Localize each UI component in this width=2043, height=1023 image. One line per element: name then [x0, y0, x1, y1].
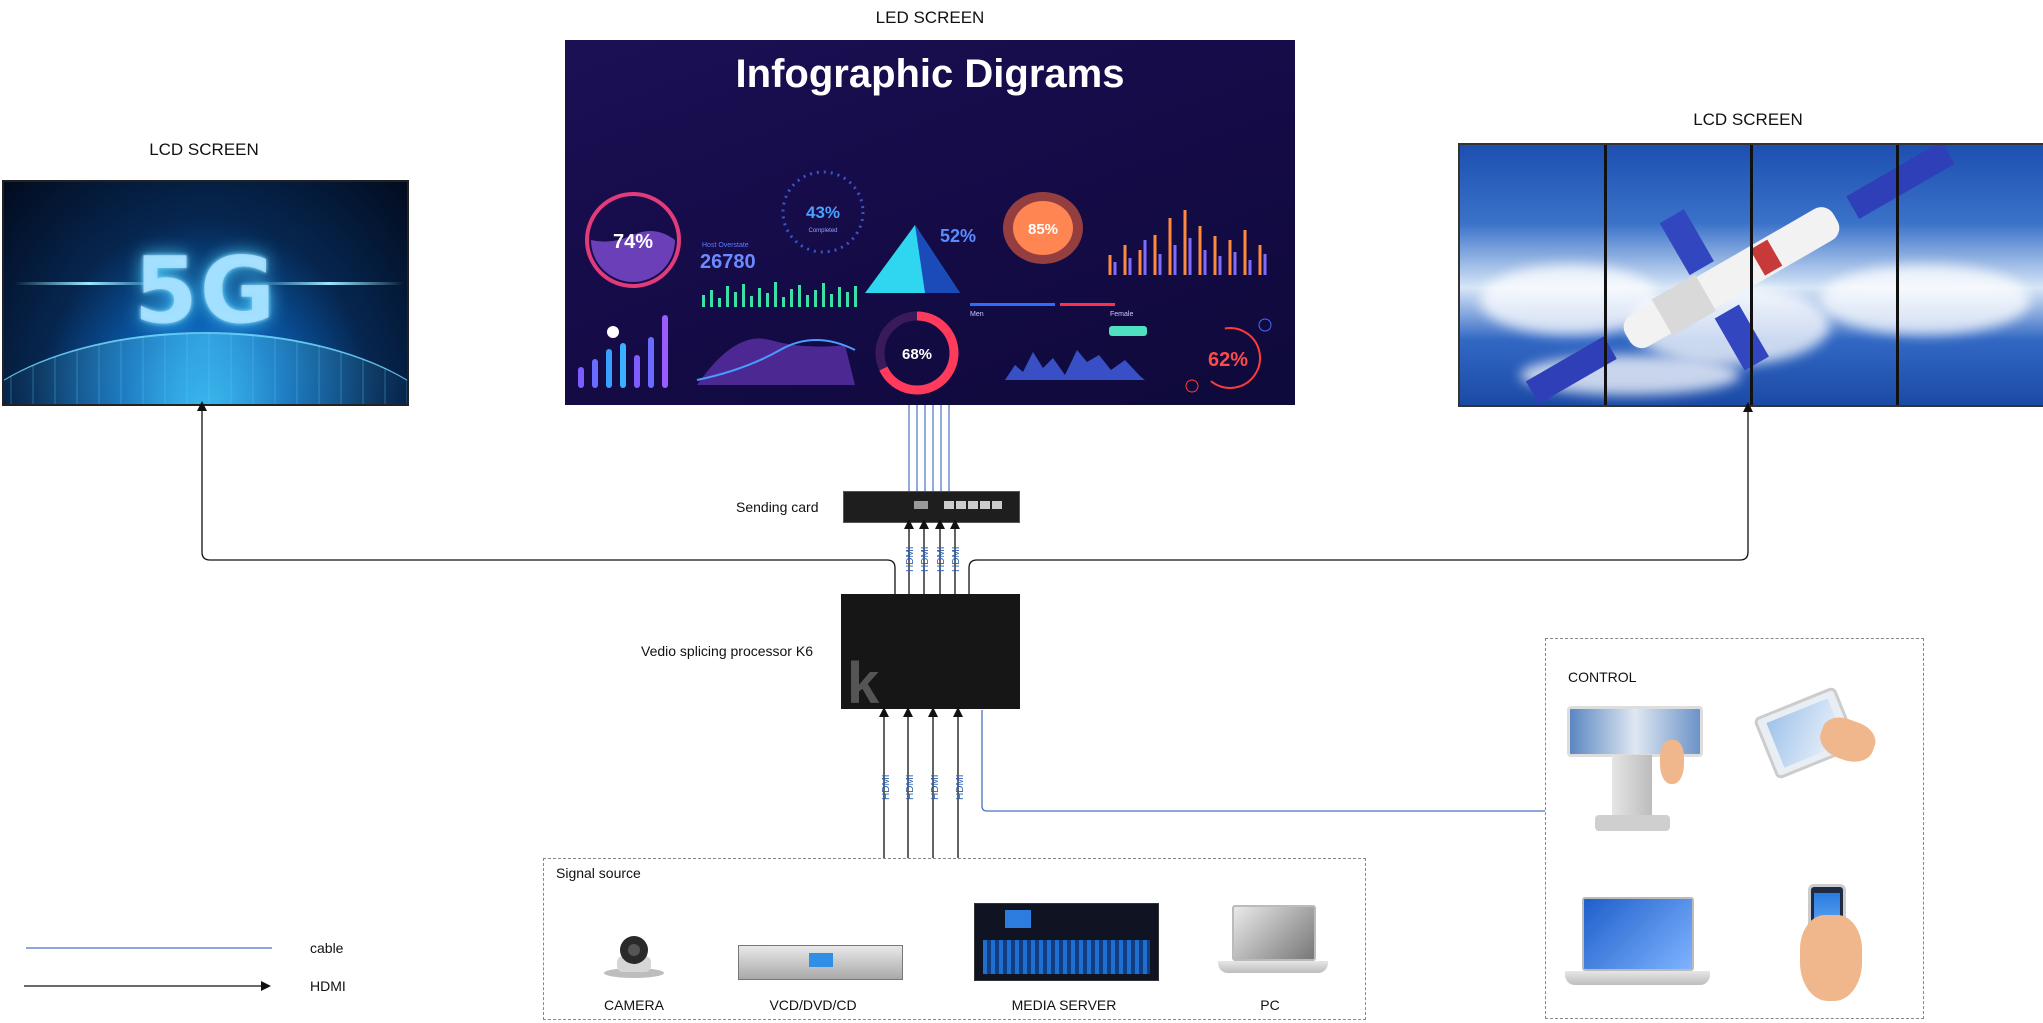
ring2-value: 43% — [806, 203, 840, 222]
counter-label: Host Overstate — [702, 242, 749, 249]
processor-logo: k — [847, 651, 880, 716]
lcd-right-screen-label: LCD SCREEN — [1693, 110, 1803, 129]
processor-to-sending-card-hdmi — [904, 519, 960, 594]
led-content-title: Infographic Digrams — [735, 52, 1125, 96]
svg-text:HDMI: HDMI — [905, 774, 916, 800]
chart-label-female: Female — [1110, 311, 1133, 318]
svg-text:HDMI: HDMI — [930, 774, 941, 800]
chart-label-men: Men — [970, 311, 984, 318]
5g-text: 5G — [133, 237, 278, 344]
triangle-value: 52% — [940, 226, 976, 246]
source-media-server-label: MEDIA SERVER — [1011, 997, 1117, 1013]
signal-source-title: Signal source — [556, 865, 641, 881]
signal-source-box — [543, 858, 1366, 1020]
control-laptop-icon — [1565, 897, 1710, 989]
lcd-left-screen-label: LCD SCREEN — [149, 140, 259, 159]
control-box — [1545, 638, 1924, 1019]
media-server-icon — [974, 903, 1159, 981]
infographic-graphics: 74% 43% Completed Host Overstate 26780 5… — [578, 170, 1272, 395]
sending-card-label: Sending card — [736, 499, 819, 515]
source-vcd-label: VCD/DVD/CD — [769, 997, 857, 1013]
svg-text:HDMI: HDMI — [951, 546, 962, 572]
hand-icon — [1660, 740, 1684, 784]
processor-label: Vedio splicing processor K6 — [641, 643, 813, 659]
svg-text:HDMI: HDMI — [920, 546, 931, 572]
gauge-value: 62% — [1208, 349, 1248, 371]
processor-to-lcd-right — [968, 402, 1753, 594]
svg-text:HDMI: HDMI — [955, 774, 966, 800]
ring1-value: 74% — [613, 231, 653, 253]
source-to-processor-hdmi — [879, 707, 963, 858]
source-camera-label: CAMERA — [604, 997, 664, 1013]
hdmi-tags-lower: HDMI HDMI HDMI HDMI — [881, 774, 966, 800]
pc-laptop-icon — [1218, 905, 1328, 977]
svg-text:HDMI: HDMI — [936, 546, 947, 572]
ring2-label: Completed — [808, 228, 837, 234]
donut-value: 68% — [902, 346, 932, 363]
sending-card-device — [843, 491, 1020, 523]
control-title: CONTROL — [1568, 669, 1637, 685]
lcd-left-screen: 5G — [2, 180, 409, 406]
camera-icon — [604, 936, 664, 978]
svg-text:HDMI: HDMI — [881, 774, 892, 800]
space-station-graphic — [1525, 145, 1955, 404]
led-screen: Infographic Digrams 74% 43% Completed Ho… — [565, 40, 1295, 405]
lcd-right-screen — [1458, 143, 2043, 407]
hand-icon — [1800, 915, 1862, 1001]
processor-to-control-cable — [981, 710, 1545, 812]
source-pc-label: PC — [1260, 997, 1280, 1013]
vcd-player-icon — [738, 945, 903, 980]
blob-value: 85% — [1028, 221, 1058, 238]
hdmi-tags-upper: HDMI HDMI HDMI HDMI — [905, 546, 962, 572]
led-screen-label: LED SCREEN — [875, 8, 985, 27]
legend-hdmi-label: HDMI — [310, 978, 346, 994]
legend-cable-label: cable — [310, 940, 344, 956]
processor-device: k — [841, 594, 1020, 716]
svg-text:HDMI: HDMI — [905, 546, 916, 572]
counter-value: 26780 — [700, 251, 756, 273]
led-cables — [908, 405, 950, 491]
processor-to-lcd-left — [197, 401, 896, 594]
